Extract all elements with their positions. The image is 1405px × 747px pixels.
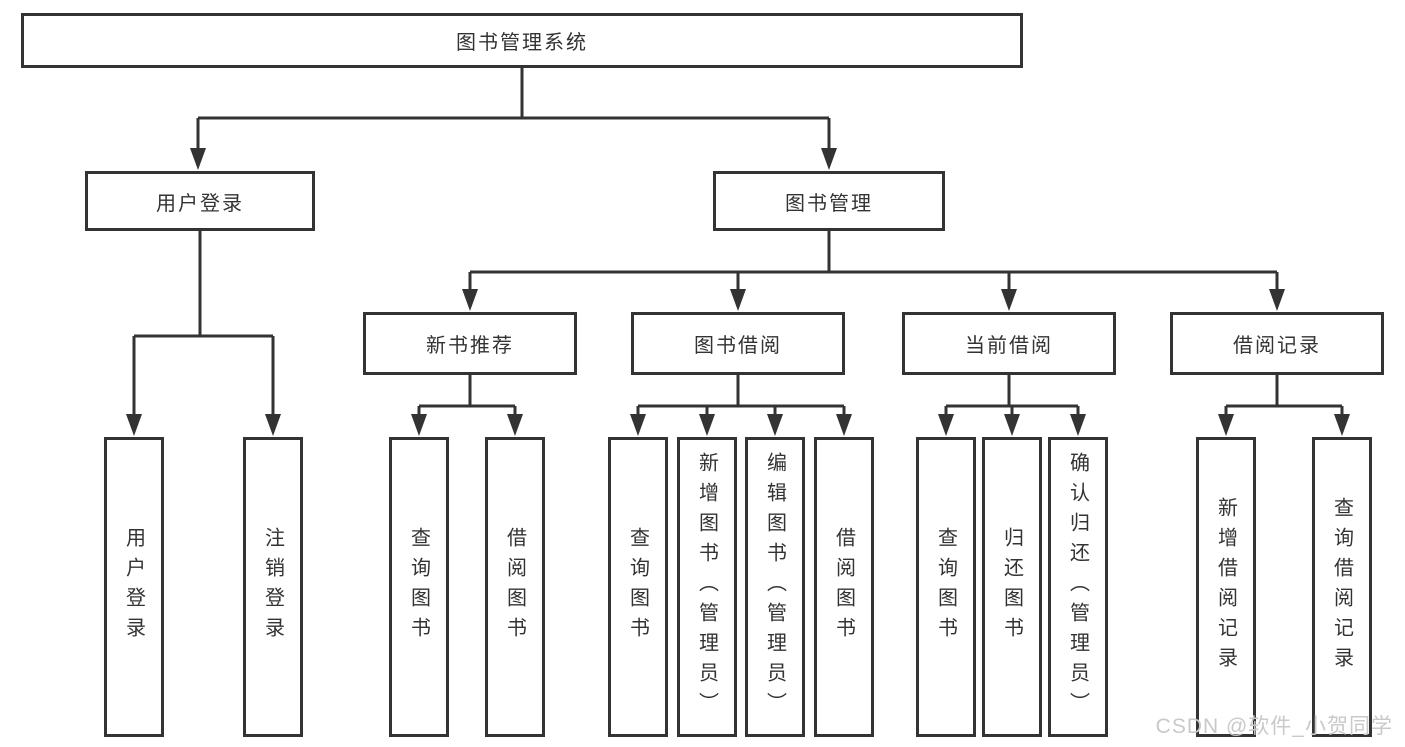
node-library-system-label: 图书管理系统 [456,32,588,54]
node-user-login: 用户登录 [85,171,315,231]
leaf-user-login: 用户登录 [104,437,164,737]
leaf-query-books-current: 查询图书 [916,437,976,737]
node-new-book-recommend-label: 新书推荐 [426,335,514,357]
node-book-borrowing-label: 图书借阅 [694,335,782,357]
leaf-add-books-admin: 新增图书（管理员） [677,437,737,737]
leaf-borrow-books-recommend: 借阅图书 [485,437,545,737]
leaf-query-borrow-record: 查询借阅记录 [1312,437,1372,737]
leaf-return-books: 归还图书 [982,437,1042,737]
node-book-management: 图书管理 [713,171,945,231]
leaf-query-books-recommend: 查询图书 [389,437,449,737]
node-book-borrowing: 图书借阅 [631,312,845,375]
node-borrowing-records: 借阅记录 [1170,312,1384,375]
arrowheads [126,148,1350,436]
leaf-confirm-return-admin: 确认归还（管理员） [1048,437,1108,737]
node-user-login-label: 用户登录 [156,192,244,215]
leaf-borrow-books-borrowing: 借阅图书 [814,437,874,737]
csdn-watermark: CSDN @软件_小贺同学 [1155,715,1393,738]
node-borrowing-records-label: 借阅记录 [1233,335,1321,357]
leaf-add-borrow-record: 新增借阅记录 [1196,437,1256,737]
leaf-edit-books-admin: 编辑图书（管理员） [745,437,805,737]
node-library-system: 图书管理系统 [21,13,1023,68]
node-current-borrowing-label: 当前借阅 [965,335,1053,357]
node-new-book-recommend: 新书推荐 [363,312,577,375]
node-current-borrowing: 当前借阅 [902,312,1116,375]
node-book-management-label: 图书管理 [785,192,873,215]
leaf-logout: 注销登录 [243,437,303,737]
leaf-query-books-borrowing: 查询图书 [608,437,668,737]
